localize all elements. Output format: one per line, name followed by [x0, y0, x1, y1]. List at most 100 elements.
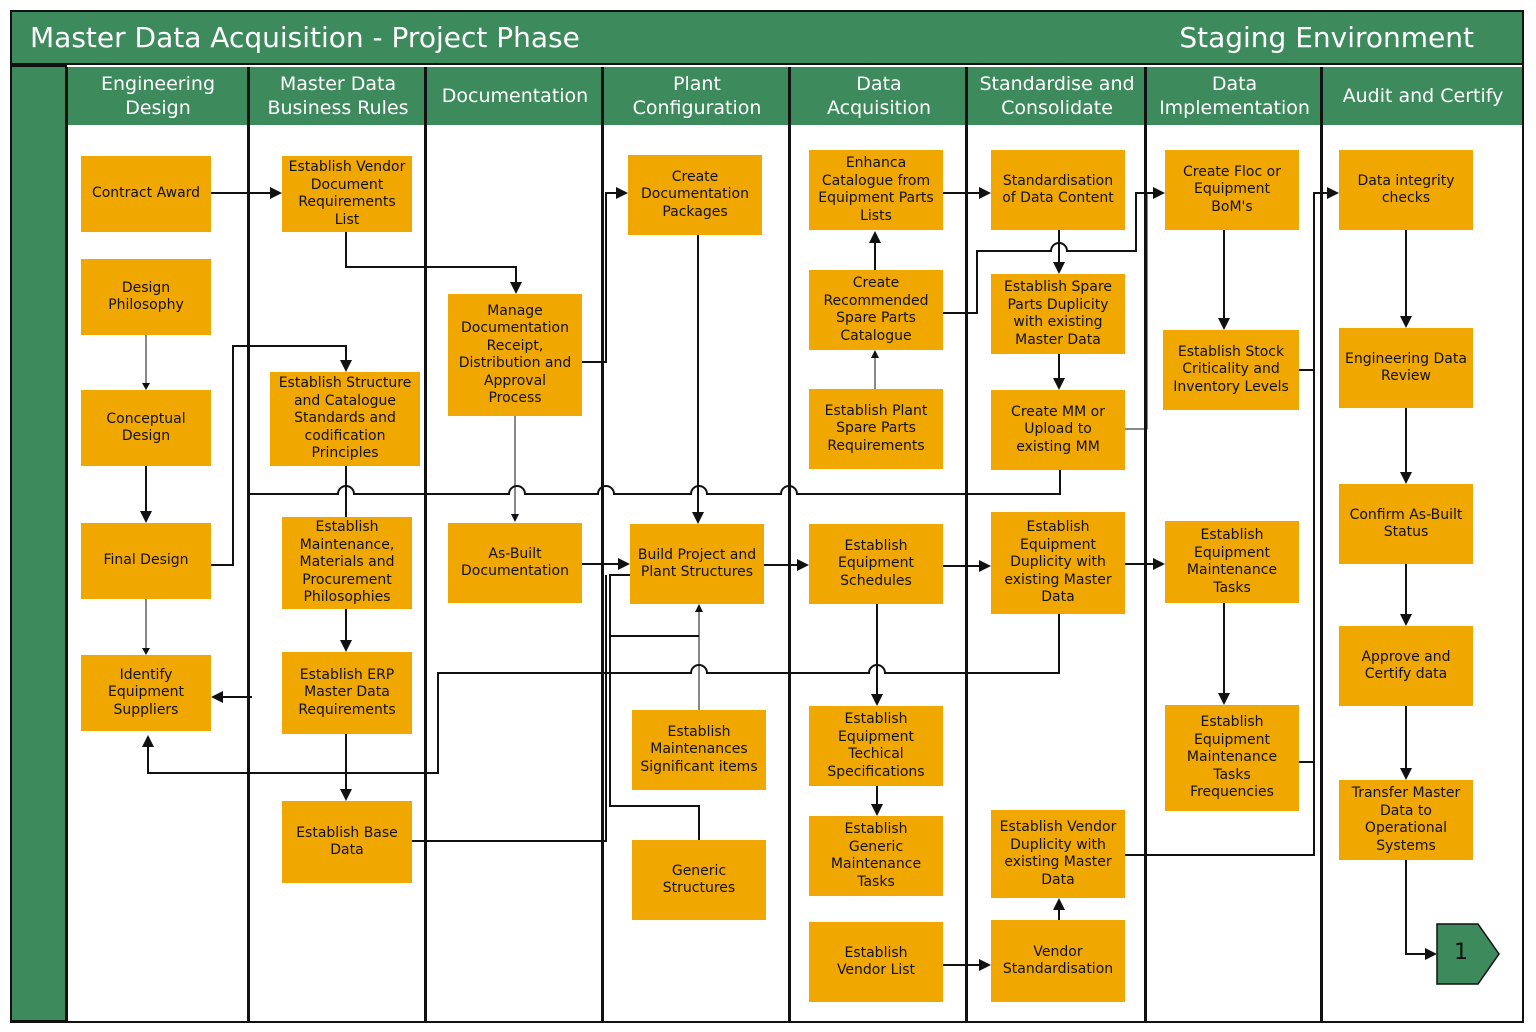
step-plant-spare-parts[interactable]: Establish Plant Spare Parts Requirements — [809, 389, 943, 469]
lane-divider — [1144, 67, 1147, 1022]
connector — [250, 470, 1061, 495]
lane-header-audit-certify: Audit and Certify — [1323, 67, 1523, 125]
step-vendor-standardisation[interactable]: Vendor Standardisation — [991, 920, 1125, 1002]
step-generic-maintenance-tasks[interactable]: Establish Generic Maintenance Tasks — [809, 816, 943, 896]
arrowhead — [142, 735, 154, 747]
connector — [147, 614, 1060, 774]
step-final-design[interactable]: Final Design — [81, 523, 211, 599]
step-enhance-catalogue[interactable]: Enhanca Catalogue from Equipment Parts L… — [809, 150, 943, 230]
lane-header-documentation: Documentation — [427, 67, 603, 125]
step-base-data[interactable]: Establish Base Data — [282, 801, 412, 883]
arrowhead — [1153, 187, 1165, 199]
step-maintenance-significant-items[interactable]: Establish Maintenances Significant items — [632, 710, 766, 790]
arrowhead — [270, 187, 282, 199]
connector — [582, 192, 618, 363]
step-recommended-spare-parts[interactable]: Create Recommended Spare Parts Catalogue — [809, 270, 943, 350]
step-generic-structures[interactable]: Generic Structures — [632, 840, 766, 920]
lane-divider — [601, 67, 604, 1022]
lane-header-plant-configuration: Plant Configuration — [604, 67, 790, 125]
arrowhead — [1053, 898, 1065, 910]
step-stock-criticality[interactable]: Establish Stock Criticality and Inventor… — [1163, 330, 1299, 410]
arrowhead — [340, 360, 352, 372]
off-page-connector-label: 1 — [1454, 940, 1468, 965]
step-confirm-as-built-status[interactable]: Confirm As-Built Status — [1339, 484, 1473, 564]
step-approve-certify[interactable]: Approve and Certify data — [1339, 626, 1473, 706]
arrowhead — [1400, 614, 1412, 626]
arrowhead — [797, 559, 809, 571]
lane-divider — [247, 67, 250, 1022]
step-transfer-master-data[interactable]: Transfer Master Data to Operational Syst… — [1339, 780, 1473, 860]
title-bar: Master Data Acquisition - Project Phase … — [10, 10, 1524, 65]
connector — [609, 574, 700, 840]
step-maintenance-task-frequencies[interactable]: Establish Equipment Maintenance Tasks Fr… — [1165, 705, 1299, 811]
connector — [1405, 860, 1427, 955]
lane-header-data-implementation: Data Implementation — [1147, 67, 1322, 125]
arrowhead — [1153, 558, 1165, 570]
lane-divider — [1320, 67, 1323, 1022]
arrowhead — [1425, 948, 1437, 960]
step-erp-master-data-requirements[interactable]: Establish ERP Master Data Requirements — [282, 652, 412, 734]
step-vendor-list[interactable]: Establish Vendor List — [809, 922, 943, 1002]
arrowhead — [869, 231, 881, 243]
arrowhead — [979, 959, 991, 971]
lane-divider — [65, 67, 68, 1022]
arrowhead — [692, 512, 704, 524]
step-technical-specifications[interactable]: Establish Equipment Techical Specificati… — [809, 706, 943, 786]
arrowhead — [1400, 768, 1412, 780]
step-create-mm[interactable]: Create MM or Upload to existing MM — [991, 390, 1125, 470]
lane-divider — [788, 67, 791, 1022]
arrowhead — [1400, 472, 1412, 484]
arrowhead — [979, 560, 991, 572]
step-vendor-document-requirements[interactable]: Establish Vendor Document Requirements L… — [282, 156, 412, 232]
step-as-built-documentation[interactable]: As-Built Documentation — [448, 523, 582, 603]
arrowhead — [142, 648, 150, 655]
lane-divider — [965, 67, 968, 1022]
lane-header-data-acquisition: Data Acquisition — [791, 67, 967, 125]
step-floc-equipment-bom[interactable]: Create Floc or Equipment BoM's — [1165, 150, 1299, 230]
connector — [412, 575, 607, 842]
arrowhead — [1327, 187, 1339, 199]
arrowhead — [695, 604, 703, 612]
connector — [1125, 192, 1329, 856]
arrowhead — [1218, 693, 1230, 705]
arrowhead — [1400, 316, 1412, 328]
arrowhead — [142, 383, 150, 390]
connector — [943, 192, 1155, 314]
arrowhead — [871, 350, 879, 358]
step-design-philosophy[interactable]: Design Philosophy — [81, 259, 211, 335]
step-standardisation[interactable]: Standardisation of Data Content — [991, 150, 1125, 230]
step-structure-catalogue-standards[interactable]: Establish Structure and Catalogue Standa… — [270, 372, 420, 466]
arrowhead — [1053, 262, 1065, 274]
arrowhead — [211, 691, 223, 703]
step-contract-award[interactable]: Contract Award — [81, 156, 211, 232]
step-equipment-schedules[interactable]: Establish Equipment Schedules — [809, 524, 943, 604]
step-build-plant-structures[interactable]: Build Project and Plant Structures — [630, 524, 764, 604]
step-identify-equipment-suppliers[interactable]: Identify Equipment Suppliers — [81, 655, 211, 731]
diagram-title: Master Data Acquisition - Project Phase — [30, 21, 580, 54]
connector — [211, 345, 347, 566]
step-equipment-duplicity[interactable]: Establish Equipment Duplicity with exist… — [991, 512, 1125, 614]
lane-header-master-data-rules: Master Data Business Rules — [250, 67, 426, 125]
connector — [1125, 193, 1148, 430]
step-spare-parts-duplicity[interactable]: Establish Spare Parts Duplicity with exi… — [991, 274, 1125, 354]
step-maintenance-materials-philosophies[interactable]: Establish Maintenance, Materials and Pro… — [282, 517, 412, 609]
step-conceptual-design[interactable]: Conceptual Design — [81, 390, 211, 466]
arrowhead — [979, 187, 991, 199]
arrowhead — [340, 789, 352, 801]
arrowhead — [140, 511, 152, 523]
step-manage-documentation[interactable]: Manage Documentation Receipt, Distributi… — [448, 294, 582, 416]
lane-divider — [424, 67, 427, 1022]
step-data-integrity-checks[interactable]: Data integrity checks — [1339, 150, 1473, 230]
connector — [345, 232, 517, 284]
step-equipment-maintenance-tasks[interactable]: Establish Equipment Maintenance Tasks — [1165, 521, 1299, 603]
arrowhead — [340, 640, 352, 652]
arrowhead — [616, 187, 628, 199]
off-page-connector-shape — [1436, 923, 1500, 985]
arrowhead — [511, 514, 519, 522]
arrowhead — [510, 282, 522, 294]
step-engineering-data-review[interactable]: Engineering Data Review — [1339, 328, 1473, 408]
step-create-documentation-packages[interactable]: Create Documentation Packages — [628, 155, 762, 235]
step-vendor-duplicity[interactable]: Establish Vendor Duplicity with existing… — [991, 810, 1125, 898]
environment-label: Staging Environment — [1179, 21, 1474, 54]
